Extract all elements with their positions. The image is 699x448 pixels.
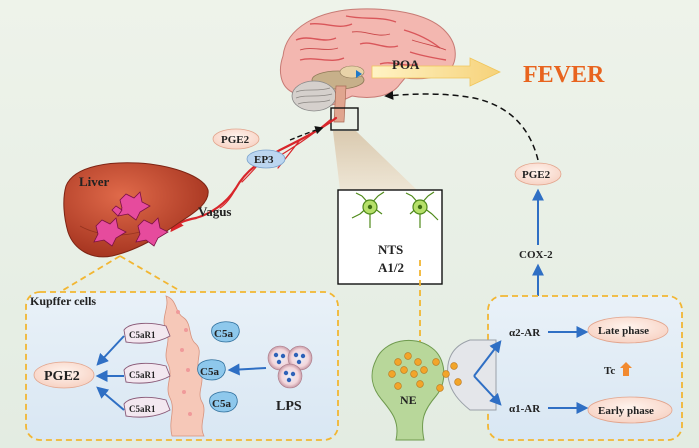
fever-arrow	[371, 57, 501, 87]
c5a-molecule: C5a	[209, 391, 238, 413]
c5a-label-1: C5a	[214, 328, 233, 340]
a12-label: A1/2	[378, 260, 404, 275]
nts-label: NTS	[378, 242, 403, 257]
c5a-label-3: C5a	[212, 398, 231, 410]
c5ar1-receptor: C5aR1	[123, 362, 171, 384]
c5a-molecule: C5a	[211, 321, 240, 343]
neuron-icon	[405, 191, 439, 228]
c5ar1-receptor: C5aR1	[123, 322, 171, 344]
pge2-left-label: PGE2	[44, 369, 80, 384]
c5ar1-label-2: C5aR1	[129, 370, 156, 380]
lps-label: LPS	[276, 399, 302, 414]
c5a-molecule: C5a	[197, 359, 226, 381]
zoom-cone	[333, 131, 417, 190]
pge2-left-pill: PGE2	[33, 361, 95, 389]
early-phase-label: Early phase	[598, 405, 654, 417]
nts-box: NTS A1/2	[337, 189, 443, 285]
receptor-to-pge2-arrows	[95, 335, 125, 411]
vagus-label: Vagus	[198, 204, 231, 219]
late-phase-label: Late phase	[598, 325, 649, 337]
poa-label: POA	[392, 57, 420, 72]
lps-to-c5a-arrow	[227, 363, 267, 376]
ep3-receptor: EP3	[246, 149, 286, 169]
lps-particles: LPS	[267, 345, 313, 414]
fever-label: FEVER	[523, 62, 605, 88]
liver: Liver	[63, 162, 209, 258]
late-phase-pill: Late phase	[587, 316, 669, 344]
pge2-brain-pill: PGE2	[212, 128, 260, 150]
presynaptic-terminal	[371, 339, 445, 441]
alpha2-label: α2-AR	[509, 327, 541, 339]
c5ar1-label-1: C5aR1	[129, 330, 156, 340]
adrenergic-panel: NE α2-AR α1-AR Late phase Early phase Tc	[371, 295, 683, 441]
early-phase-pill: Early phase	[587, 396, 673, 424]
kupffer-panel: Kupffer cells C5aR1 C5aR1 C5aR1 PGE2	[25, 291, 339, 441]
kupffer-cell-icon	[93, 191, 169, 247]
brain	[279, 8, 456, 123]
alpha1-label: α1-AR	[509, 403, 541, 415]
vagus-signal-arrow	[289, 126, 324, 141]
pge2-right-pill: PGE2	[514, 162, 562, 186]
liver-label: Liver	[79, 174, 110, 189]
connector-lines	[59, 255, 421, 352]
ne-vesicles	[388, 352, 462, 392]
pge2-brain-label: PGE2	[221, 134, 250, 146]
cell-membrane	[163, 295, 205, 437]
kupffer-panel-title: Kupffer cells	[30, 294, 96, 308]
c5ar1-label-3: C5aR1	[129, 404, 156, 414]
c5a-label-2: C5a	[200, 366, 219, 378]
cox2-label: COX-2	[519, 249, 553, 261]
neuron-icon	[351, 191, 385, 228]
postsynaptic-membrane	[447, 339, 497, 411]
ne-label: NE	[400, 393, 417, 407]
pge2-to-brain-arrow	[384, 90, 539, 161]
ep3-label: EP3	[254, 154, 274, 166]
receptor-arrows	[473, 326, 589, 414]
pge2-right-label: PGE2	[522, 169, 551, 181]
increase-arrow-icon	[620, 362, 632, 376]
c5ar1-receptor: C5aR1	[123, 396, 171, 418]
brainstem-zoom-box	[330, 107, 359, 131]
tc-label: Tc	[604, 365, 615, 377]
